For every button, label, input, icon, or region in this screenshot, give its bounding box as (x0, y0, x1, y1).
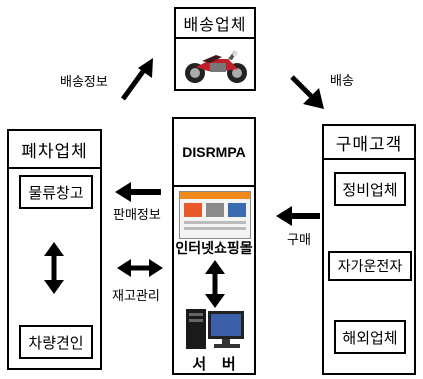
private-driver-item: 자가운전자 (328, 251, 412, 281)
customers-title: 구매고객 (324, 126, 414, 160)
shipping-company-box: 배송업체 (174, 7, 256, 91)
overseas-company-item: 해외업체 (334, 320, 406, 354)
scrap-internal-arrow (44, 242, 64, 294)
customers-box: 구매고객 정비업체 자가운전자 해외업체 (322, 124, 416, 375)
scrap-company-title: 폐차업체 (9, 131, 100, 169)
motorcycle-icon (182, 45, 250, 85)
sales-info-label: 판매정보 (113, 208, 161, 223)
warehouse-item: 물류창고 (19, 175, 93, 209)
shopping-mall-label: 인터넷쇼핑몰 (175, 241, 253, 257)
inventory-label: 재고관리 (112, 289, 160, 304)
inventory-arrow (117, 259, 163, 277)
server-label: 서 버 (192, 354, 236, 373)
platform-title: DISRMPA (174, 119, 254, 187)
shopping-mall-screenshot (179, 191, 251, 239)
delivery-arrow (290, 75, 324, 109)
shipping-company-title: 배송업체 (176, 9, 254, 39)
shipping-info-arrow (120, 58, 153, 101)
platform-internal-arrow (205, 260, 225, 308)
towing-item: 차량견인 (19, 325, 93, 359)
purchase-label: 구매 (287, 233, 311, 248)
repair-shop-item: 정비업체 (334, 172, 406, 206)
shipping-info-label: 배송정보 (60, 75, 108, 90)
server-icon (184, 307, 246, 351)
purchase-arrow (276, 206, 320, 226)
sales-info-arrow (115, 182, 161, 202)
platform-box: DISRMPA 인터넷쇼핑몰 서 버 (172, 117, 256, 375)
scrap-company-box: 폐차업체 물류창고 차량견인 (7, 129, 102, 370)
delivery-label: 배송 (330, 74, 354, 89)
